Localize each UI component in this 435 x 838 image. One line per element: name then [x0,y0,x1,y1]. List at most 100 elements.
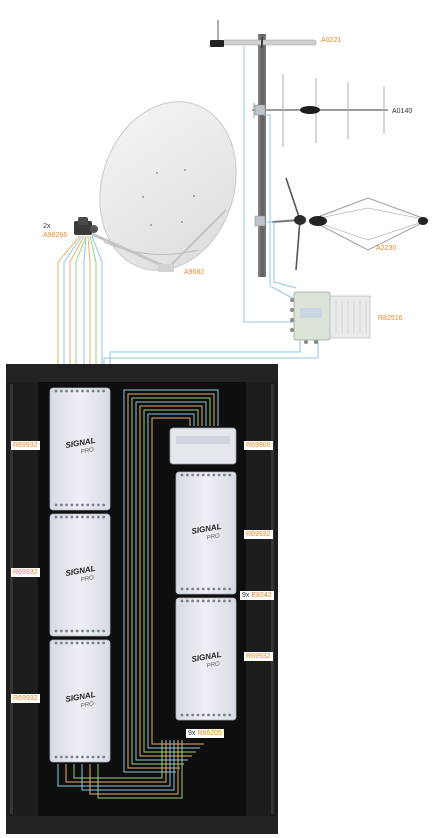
connector-dot [223,473,226,477]
connector-dot [185,713,189,717]
brand-subtext: PRO [80,701,94,709]
label-lnb-count: 2x [43,223,51,230]
connector-dot [59,629,63,633]
connector-dot [102,641,106,645]
connector-dot [223,713,226,717]
connector-dot [91,515,95,519]
connector-dot [59,389,63,393]
connector-dot [217,713,221,717]
connector-dot [97,389,100,393]
connector-dot [228,587,232,591]
connector-dot [207,473,210,477]
connector-dot [75,755,79,759]
connector-dot [65,641,68,645]
label-a9682: A9682 [184,269,205,276]
switch-connectors [54,389,232,759]
connector-dot [201,713,205,717]
label-a0221: A0221 [321,37,342,44]
connector-dot [185,587,189,591]
connector-dot [196,587,200,591]
brand-subtext: PRO [206,661,220,669]
connector-dot [207,599,210,603]
connector-dot [65,755,68,759]
connector-dot [54,389,58,393]
connector-dot [70,503,74,507]
connector-dot [217,587,221,591]
connector-dot [86,755,90,759]
label-r69932-left-2: R69932 [11,568,40,577]
connector-dot [81,389,84,393]
label-e8242: 9x E8242 [240,591,274,600]
connector-dot [70,755,74,759]
connector-dot [212,713,216,717]
connector-dot [70,629,74,633]
connector-dot [97,503,100,507]
label-r69900: R69900 [244,441,273,450]
connector-dot [201,473,205,477]
label-r69932-left-1: R69932 [11,441,40,450]
connector-dot [70,389,74,393]
connector-dot [97,755,100,759]
connector-dot [86,515,90,519]
connector-dot [201,587,205,591]
connector-dot [217,473,221,477]
brand-subtext: PRO [80,447,94,455]
connector-dot [97,629,100,633]
brand-subtext: PRO [206,533,220,541]
dab-rod-antenna [210,20,317,48]
connector-dot [54,503,58,507]
connector-dot [201,599,205,603]
label-e8242-code: E8242 [251,592,272,599]
connector-dot [180,587,184,591]
connector-dot [185,473,189,477]
connector-dot [54,641,58,645]
connector-dot [228,473,232,477]
label-r69932-right-1: R69932 [244,530,273,539]
connector-dot [223,599,226,603]
label-r66205: 9x R66205 [186,729,224,738]
connector-dot [196,713,200,717]
connector-dot [59,755,63,759]
connector-dot [207,587,210,591]
label-a2230: A2230 [376,245,397,252]
connector-dot [81,515,84,519]
connector-dot [86,389,90,393]
multiswitch-right-2 [175,597,237,721]
connector-dot [65,389,68,393]
connector-dot [75,641,79,645]
connector-dot [97,515,100,519]
connector-dot [223,587,226,591]
connector-dot [228,713,232,717]
connector-dot [102,629,106,633]
multiswitch-right-1 [175,471,237,595]
connector-dot [86,629,90,633]
connector-dot [54,755,58,759]
label-r69932-left-3: R69932 [11,694,40,703]
connector-dot [54,629,58,633]
connector-dot [75,503,79,507]
terrestrial-amplifier [290,291,371,344]
brand-subtext: PRO [80,575,94,583]
connector-dot [91,629,95,633]
connector-dot [102,503,106,507]
connector-dot [180,713,184,717]
connector-dot [75,629,79,633]
satellite-dish [74,101,237,272]
label-a98266: A98266 [43,232,68,239]
connector-dot [191,713,195,717]
dish-reflector [99,101,237,271]
connector-dot [86,503,90,507]
lnb-cables [57,235,103,388]
antenna-mast-assembly [210,20,430,277]
yagi-antenna [252,74,388,147]
label-a0140: A0140 [392,108,413,115]
connector-dot [185,599,189,603]
connector-dot [102,515,106,519]
connector-dot [102,389,106,393]
connector-dot [81,641,84,645]
label-e8242-count: 9x [242,592,250,599]
connector-dot [97,641,100,645]
connector-dot [212,587,216,591]
connector-dot [81,629,84,633]
